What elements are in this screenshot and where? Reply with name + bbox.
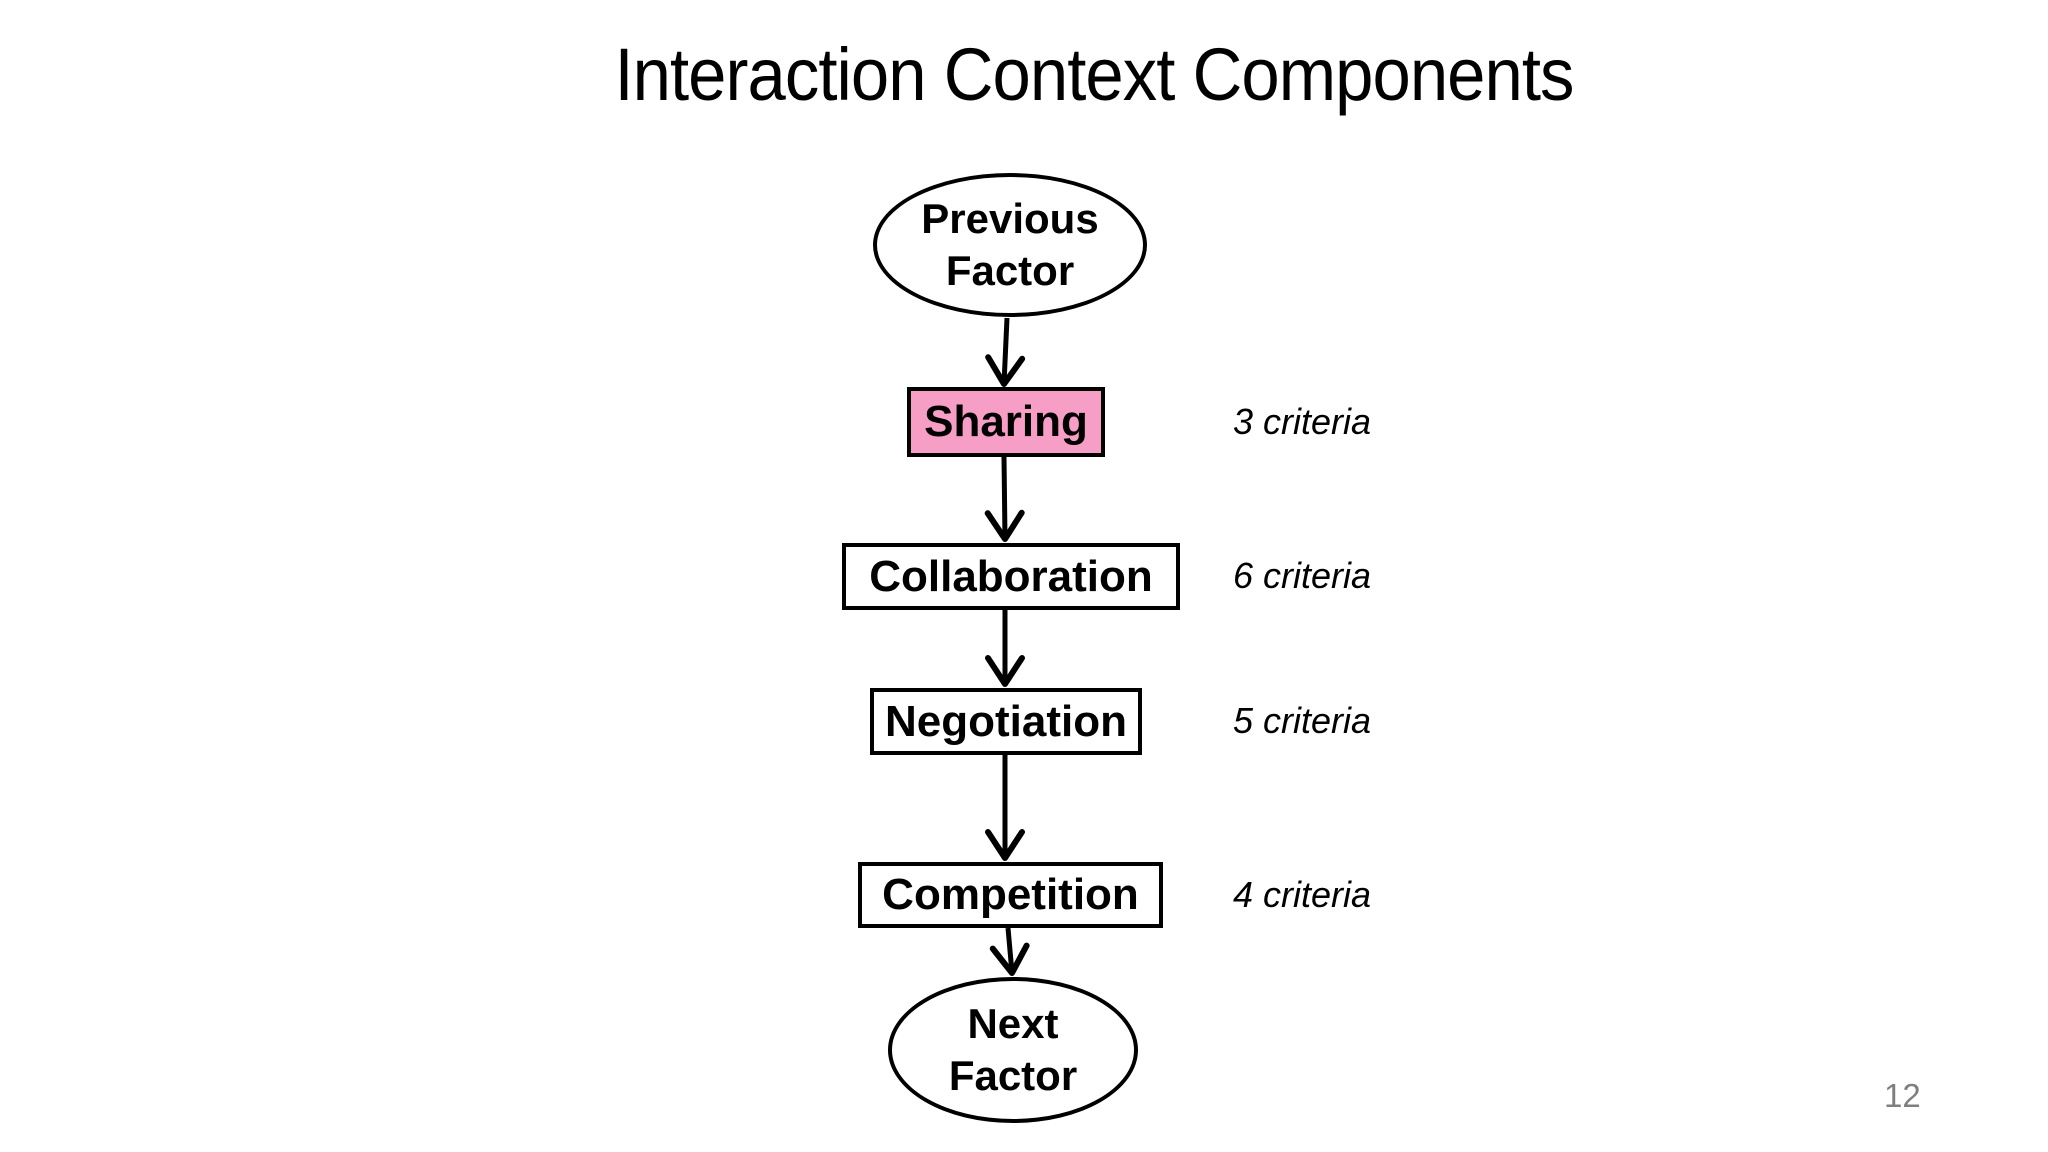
criteria-label-collaboration: 6 criteria xyxy=(1233,555,1372,596)
node-negotiation: Negotiation xyxy=(870,688,1142,755)
arrow-previous-to-sharing xyxy=(985,317,1026,387)
node-collaboration: Collaboration xyxy=(842,543,1180,610)
criteria-label-negotiation: 5 criteria xyxy=(1233,700,1372,741)
page-number: 12 xyxy=(1884,1077,1921,1114)
node-sharing: Sharing xyxy=(907,387,1105,457)
node-competition: Competition xyxy=(858,862,1163,928)
node-next-factor: Next Factor xyxy=(888,977,1138,1123)
arrow-sharing-to-collaboration xyxy=(984,456,1025,542)
criteria-label-competition: 4 criteria xyxy=(1233,874,1372,915)
slide-title: Interaction Context Components xyxy=(614,33,1574,116)
arrow-competition-to-next xyxy=(989,927,1030,976)
node-previous-factor: Previous Factor xyxy=(873,173,1147,317)
criteria-label-sharing: 3 criteria xyxy=(1233,401,1372,442)
